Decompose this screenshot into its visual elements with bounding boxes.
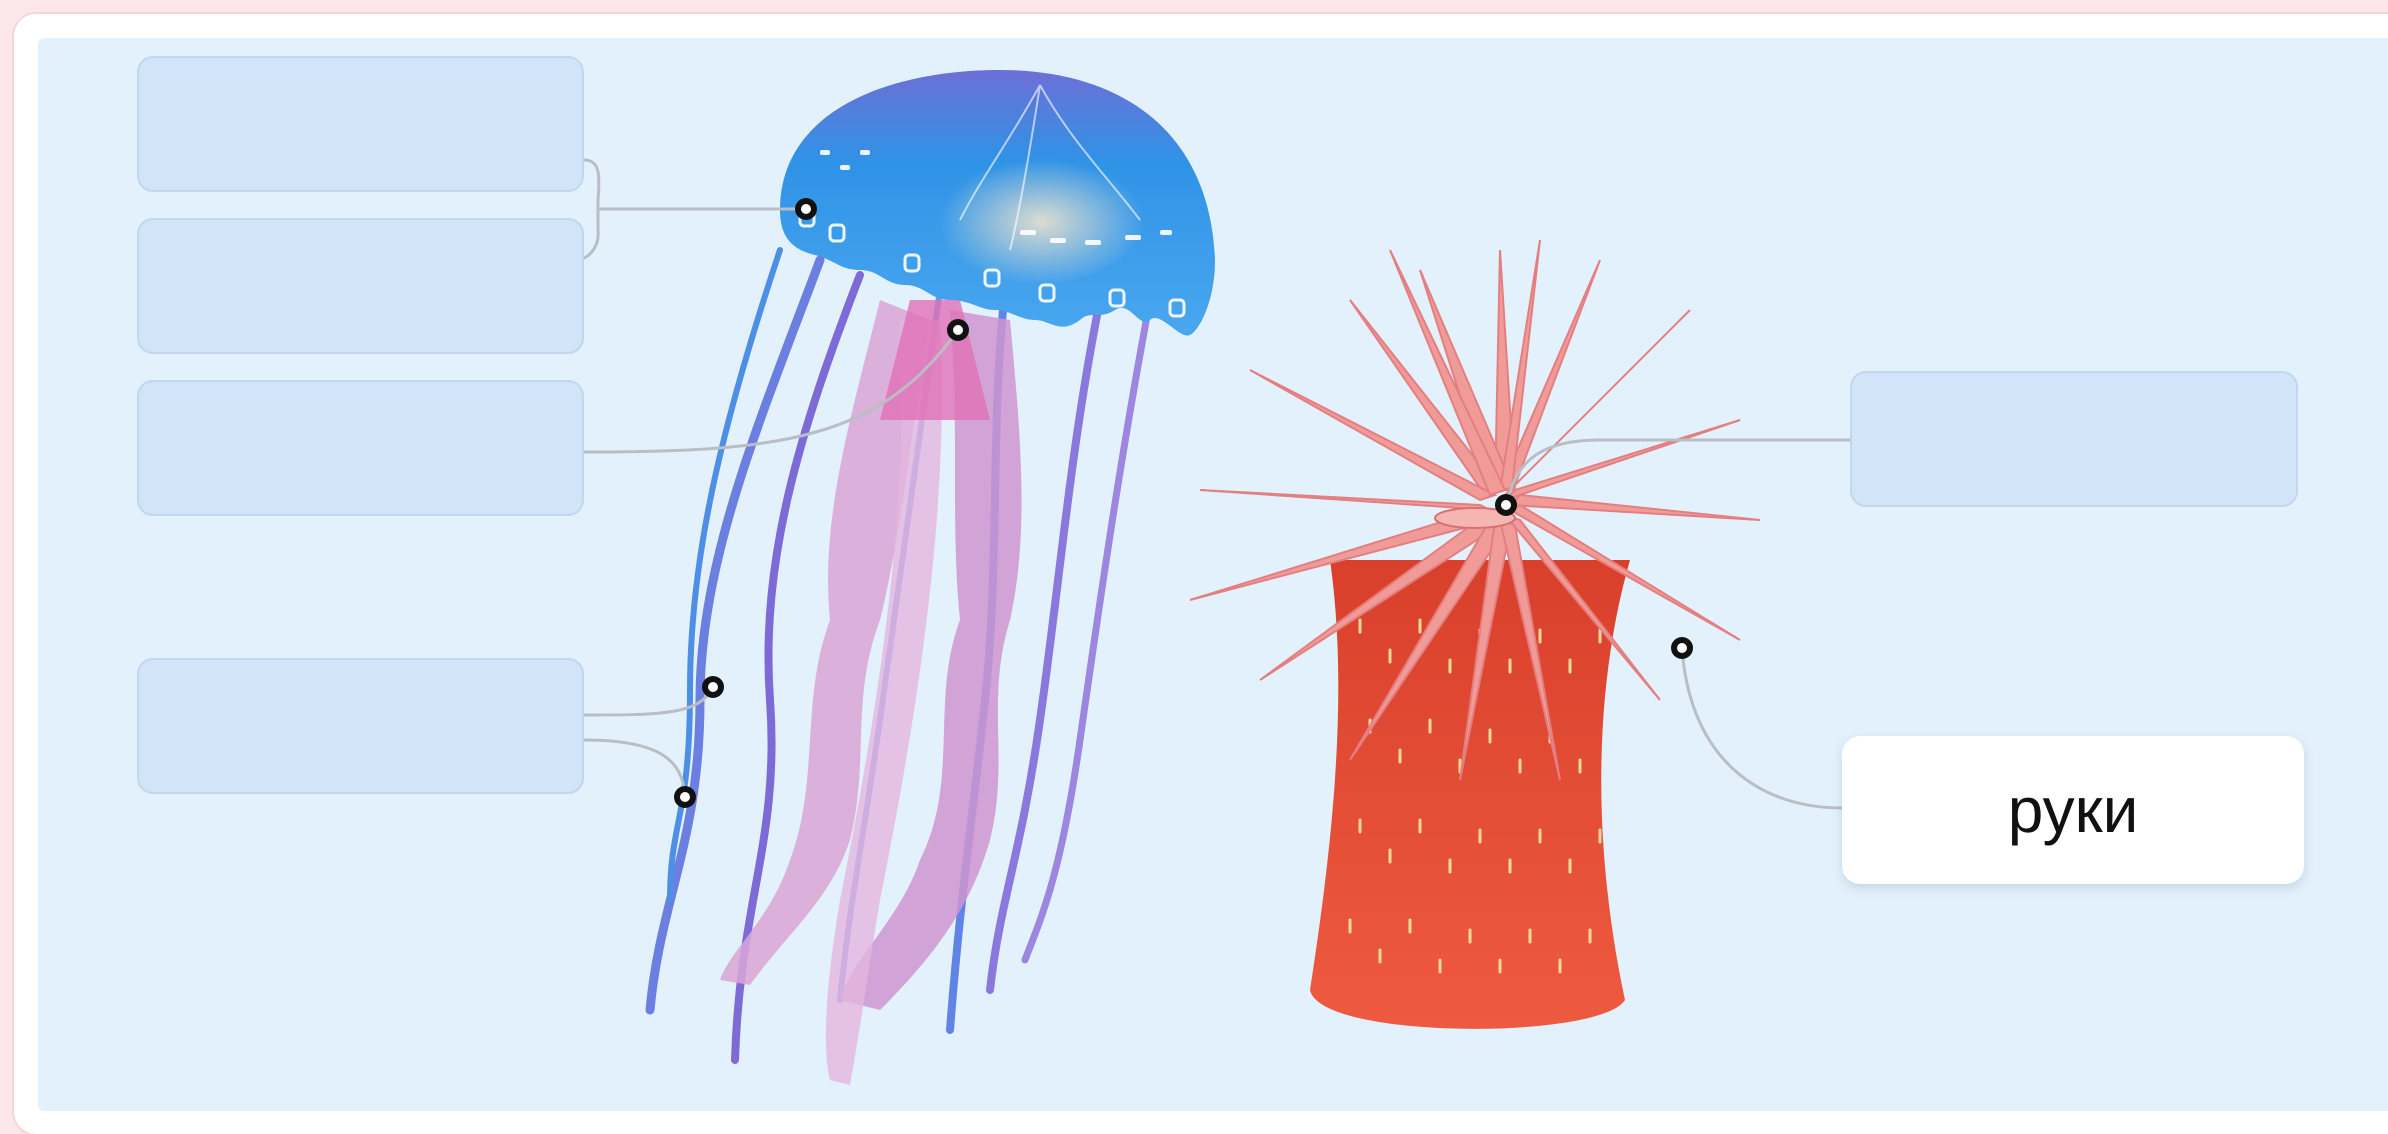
marker-anemone-tentacles[interactable] [1671, 637, 1693, 659]
anemone-column [1310, 560, 1630, 1029]
leader-tentacles-upper [584, 687, 713, 715]
drop-zone-jellyfish-bell-top[interactable] [137, 56, 584, 192]
jellyfish-illustration [650, 70, 1215, 1085]
leader-tentacles-lower [584, 740, 685, 797]
drop-zone-jellyfish-tentacles[interactable] [137, 658, 584, 794]
drop-zone-jellyfish-bell-bottom[interactable] [137, 218, 584, 354]
leader-anemone-tentacles [1682, 648, 1842, 808]
leader-bell-bracket [584, 160, 806, 258]
marker-tentacles-lower[interactable] [674, 786, 696, 808]
sea-anemone-illustration [1190, 240, 1760, 1029]
leader-anemone-mouth [1506, 440, 1850, 505]
jellyfish-bell [780, 70, 1215, 336]
drop-zone-jellyfish-mouth-arms[interactable] [137, 380, 584, 516]
drop-zone-anemone-mouth[interactable] [1850, 371, 2298, 507]
answer-card-anemone-tentacles[interactable]: руки [1842, 736, 2304, 884]
marker-tentacles-upper[interactable] [702, 676, 724, 698]
marker-bell[interactable] [795, 198, 817, 220]
marker-oral-arms[interactable] [947, 319, 969, 341]
marker-anemone-mouth[interactable] [1495, 494, 1517, 516]
